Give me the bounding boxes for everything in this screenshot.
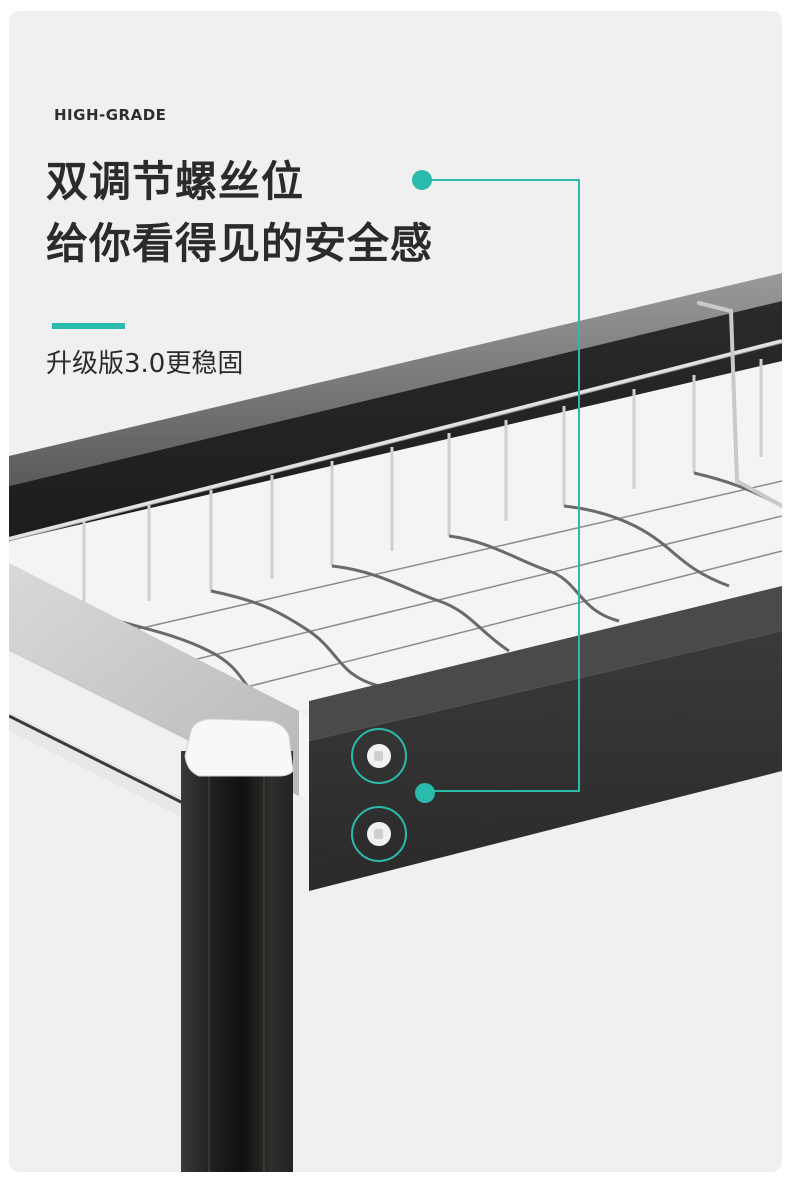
leg-post: [181, 751, 293, 1172]
corner-end-cap: [184, 718, 294, 777]
headline-line-2: 给你看得见的安全感: [46, 219, 434, 268]
callout-dot-icon: [415, 783, 435, 803]
hanging-hook: [697, 301, 782, 508]
adjustment-screw-icon: [351, 728, 407, 784]
wire-basket: [9, 301, 782, 711]
adjustment-screw-icon: [351, 806, 407, 862]
product-illustration: [9, 170, 782, 1172]
adjustment-screws: [351, 728, 407, 862]
eyebrow-label: HIGH-GRADE: [54, 106, 167, 124]
headline: 双调节螺丝位 给你看得见的安全感: [46, 151, 433, 275]
headline-line-1: 双调节螺丝位: [46, 157, 305, 206]
front-frame-rail: [308, 586, 782, 891]
product-feature-card: HIGH-GRADE 双调节螺丝位 给你看得见的安全感 升级版3.0更稳固: [9, 11, 782, 1172]
callout-connector: [412, 170, 580, 803]
subheadline: 升级版3.0更稳固: [46, 349, 244, 379]
accent-divider: [52, 323, 125, 329]
